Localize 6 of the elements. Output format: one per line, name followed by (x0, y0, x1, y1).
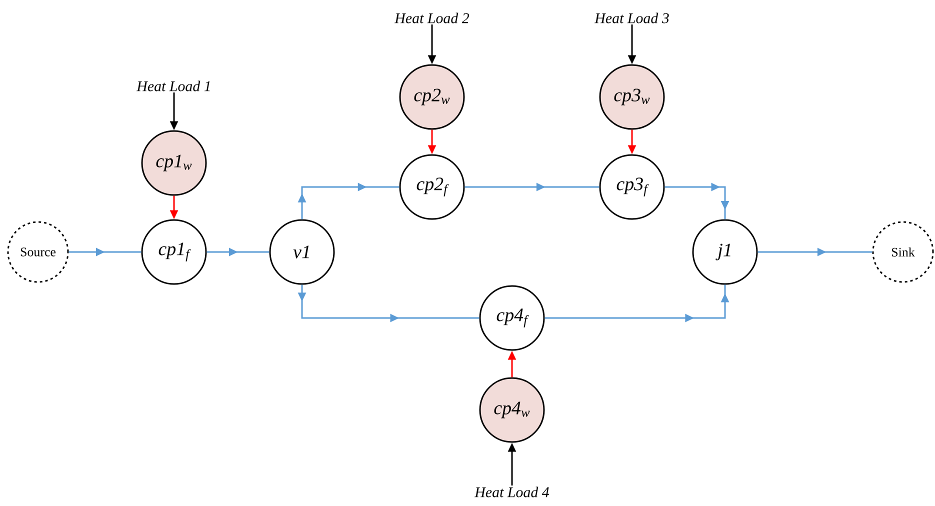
heat-load-label: Heat Load 2 (394, 12, 470, 24)
arrow (664, 182, 730, 220)
heat-load-label: Heat Load 3 (594, 12, 669, 24)
arrow (298, 182, 400, 220)
heat-load-label: Heat Load 1 (136, 80, 210, 92)
heat-load-label: Heat Load 4 (474, 486, 550, 498)
